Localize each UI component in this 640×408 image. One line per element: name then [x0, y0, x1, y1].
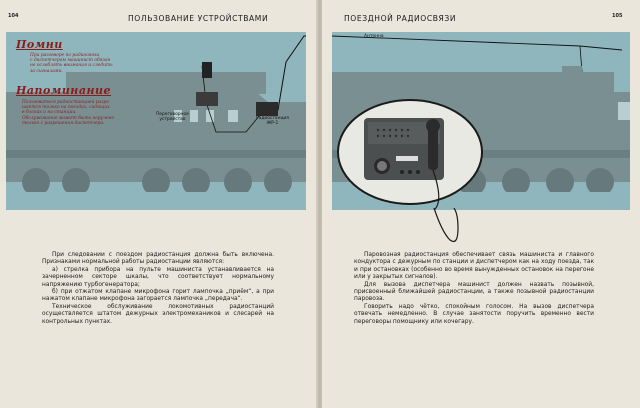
- handset-cord: [433, 208, 459, 243]
- paragraph: Техническое обслуживание локомотивных ра…: [42, 303, 274, 325]
- left-page: 104 ПОЛЬЗОВАНИЕ УСТРОЙСТВАМИ: [0, 0, 318, 408]
- paragraph: При следовании с поездом радиостанция до…: [42, 252, 274, 266]
- left-body-text: При следовании с поездом радиостанция до…: [42, 252, 274, 326]
- paragraph: Для вызова диспетчера машинист должен на…: [354, 281, 594, 303]
- paragraph: б) при отжатом клапане микрофона горит л…: [42, 289, 274, 303]
- radio-label: Радиостанция ЖР-1: [256, 116, 289, 126]
- right-page: ПОЕЗДНОЙ РАДИОСВЯЗИ 105: [322, 0, 640, 408]
- device-label: Переговорное устройство: [156, 112, 189, 122]
- reminder-title: Напоминание: [16, 84, 111, 97]
- paragraph: Говорить надо чётко, спокойным голосом. …: [354, 303, 594, 325]
- reminder-line: Пользоваться радиостанцией разре-: [22, 100, 111, 105]
- page-number-right: 105: [612, 13, 623, 19]
- locomotive-cab-illustration: [6, 35, 306, 210]
- remember-box: Помни При разговоре по радиосвязи с дисп…: [16, 38, 126, 74]
- page-header-left: ПОЛЬЗОВАНИЕ УСТРОЙСТВАМИ: [128, 14, 269, 23]
- paragraph: а) стрелка прибора на пульте машиниста у…: [42, 266, 274, 288]
- page-header-right: ПОЕЗДНОЙ РАДИОСВЯЗИ: [344, 14, 457, 23]
- book-gutter: [316, 0, 324, 408]
- remember-title: Помни: [16, 38, 63, 51]
- radio-station-illustration: [332, 35, 630, 210]
- remember-line: за сигналами.: [30, 68, 63, 74]
- antenna-label: Антенна: [364, 34, 384, 39]
- remember-line: не ослаблять внимания и следить: [30, 63, 113, 69]
- reminder-box: Напоминание Пользоваться радиостанцией р…: [16, 84, 141, 126]
- remember-line: При разговоре по радиосвязи: [30, 53, 100, 58]
- reminder-line: шается только на поездах, сидящих: [22, 105, 110, 111]
- remember-line: с диспетчером машинист обязан: [30, 58, 111, 64]
- reminder-line: только с разрешения диспетчера.: [22, 120, 105, 126]
- page-number-left: 104: [8, 13, 19, 19]
- illustration-left: Помни При разговоре по радиосвязи с дисп…: [6, 32, 306, 210]
- right-body-text: Паровозная радиостанция обеспечивает свя…: [354, 252, 594, 326]
- illustration-right: Антенна: [332, 32, 630, 210]
- reminder-line: в блоках и на станции.: [22, 110, 77, 116]
- reminder-line: Обслуживание может быть поручено: [22, 115, 115, 121]
- paragraph: Паровозная радиостанция обеспечивает свя…: [354, 252, 594, 281]
